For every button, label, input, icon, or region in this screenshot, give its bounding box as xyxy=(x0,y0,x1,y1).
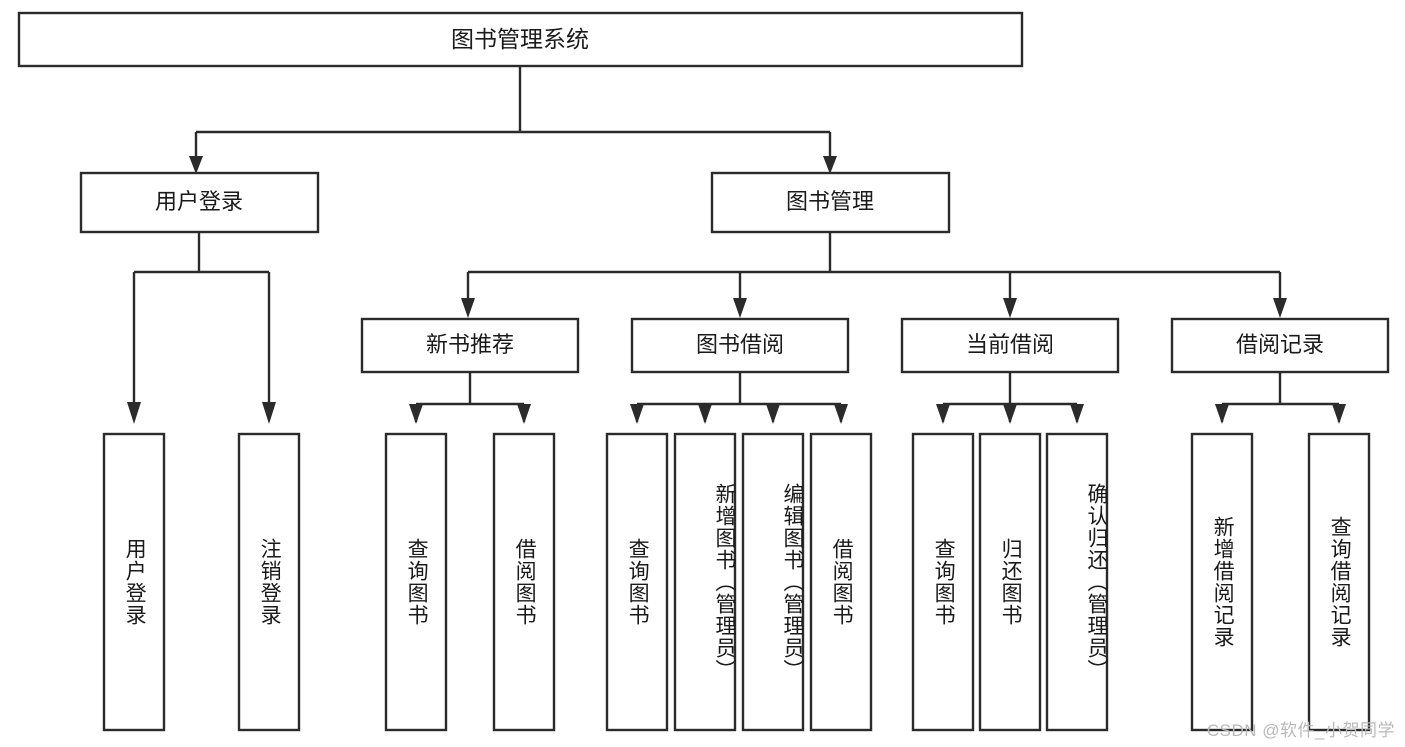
node-book-borrow-label: 图书借阅 xyxy=(696,332,784,357)
node-root[interactable]: 图书管理系统 xyxy=(17,11,1024,68)
leaf-box-borrow-add xyxy=(673,432,737,732)
leaf-box-record-add xyxy=(1190,432,1254,732)
node-borrow-record-label: 借阅记录 xyxy=(1236,332,1324,357)
node-current-borrow[interactable]: 当前借阅 xyxy=(900,317,1120,374)
node-new-book-recommend-label: 新书推荐 xyxy=(426,332,514,357)
leaf-box-user-login-login xyxy=(102,432,166,732)
leaf-box-record-query xyxy=(1307,432,1371,732)
arrowhead-group xyxy=(127,156,1346,424)
node-user-login[interactable]: 用户登录 xyxy=(79,171,320,234)
node-root-label: 图书管理系统 xyxy=(451,26,589,52)
leaf-box-borrow-edit xyxy=(741,432,805,732)
watermark-text: CSDN @软件_小贺同学 xyxy=(1206,721,1395,740)
node-book-borrow[interactable]: 图书借阅 xyxy=(630,317,850,374)
leaf-box-current-return xyxy=(978,432,1042,732)
leaf-box-recommend-borrow xyxy=(492,432,556,732)
node-new-book-recommend[interactable]: 新书推荐 xyxy=(360,317,580,374)
leaf-box-current-confirm xyxy=(1045,432,1109,732)
leaf-box-current-query xyxy=(911,432,975,732)
node-book-management[interactable]: 图书管理 xyxy=(710,171,951,234)
node-borrow-record[interactable]: 借阅记录 xyxy=(1170,317,1390,374)
leaf-box-user-login-logout xyxy=(237,432,301,732)
leaf-box-borrow-lend xyxy=(809,432,873,732)
node-user-login-label: 用户登录 xyxy=(155,189,243,214)
leaf-box-recommend-query xyxy=(384,432,448,732)
leaf-rect-group xyxy=(102,432,1371,732)
node-current-borrow-label: 当前借阅 xyxy=(966,332,1054,357)
leaf-box-borrow-query xyxy=(605,432,669,732)
node-book-management-label: 图书管理 xyxy=(786,189,874,214)
